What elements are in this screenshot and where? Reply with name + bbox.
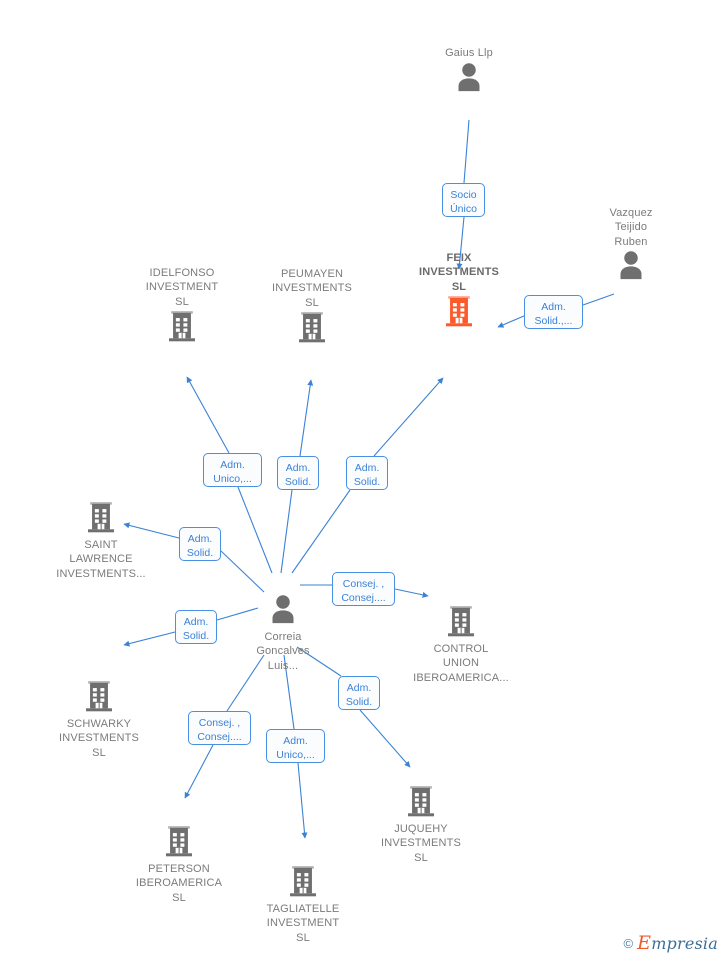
node-peumayen-investments-sl[interactable]: PEUMAYEN INVESTMENTS SL [252,267,372,348]
building-icon [442,295,476,331]
edge-correia-to-label-tagliatelle [283,654,295,730]
node-label-saint-lawrence-investments: SAINT LAWRENCE INVESTMENTS... [56,538,146,580]
node-juquehy-investments-sl[interactable]: JUQUEHY INVESTMENTS SL [361,785,481,866]
edge-correia-to-label-feix [291,489,351,574]
node-label-gaius-llp: Gaius Llp [445,47,493,59]
building-icon [162,825,196,861]
edge-correia-to-label-saintlaw [220,550,265,593]
building-icon [84,501,118,537]
node-label-tagliatelle-investment-sl: TAGLIATELLE INVESTMENT SL [266,902,340,944]
edge-label-to-feix [456,216,465,270]
node-label-vazquez-teijido-ruben: Vazquez Teijido Ruben [609,206,653,248]
edge-correia-to-label-peterson [226,654,265,712]
edge-label-correia-peumayen[interactable]: Adm. Solid. [277,456,319,490]
building-icon [404,785,438,821]
building-icon [286,865,320,901]
edge-gaius-to-label [463,119,470,184]
node-idelfonso-investment-sl[interactable]: IDELFONSO INVESTMENT SL [122,266,242,347]
person-icon [452,61,486,97]
edge-label-correia-juquehy[interactable]: Adm. Solid. [338,676,380,710]
edge-label-to-feix-3 [373,377,444,457]
edge-label-correia-peterson[interactable]: Consej. , Consej.... [188,711,251,745]
building-icon [82,680,116,716]
edge-label-to-peumayen [299,379,314,457]
edge-label-to-juquehy [359,709,411,768]
copyright-icon: © [623,936,634,951]
node-vazquez-teijido-ruben[interactable]: Vazquez Teijido Ruben [571,205,691,286]
empresia-logo-rest: mpresia [651,934,718,953]
node-feix-investments-sl[interactable]: FEIX INVESTMENTS SL [399,251,519,332]
node-label-correia-goncalves-luis: Correia Goncalves Luis... [256,630,310,672]
edge-label-to-control [394,588,429,598]
node-label-peterson-iberoamerica-sl: PETERSON IBEROAMERICA SL [135,862,223,904]
edge-correia-to-label-peumayen [280,489,293,574]
edge-correia-to-label-schwarky [216,607,259,621]
edge-correia-to-label-juquehy [296,646,342,677]
edge-label-to-tagliatelle [297,762,308,839]
node-label-peumayen-investments-sl: PEUMAYEN INVESTMENTS SL [272,267,352,309]
person-icon [266,593,300,629]
edge-label-to-saintlaw [123,522,180,539]
building-icon [295,311,329,347]
building-icon [165,310,199,346]
node-peterson-iberoamerica-sl[interactable]: PETERSON IBEROAMERICA SL [119,825,239,906]
node-correia-goncalves-luis[interactable]: Correia Goncalves Luis... [223,593,343,674]
edge-label-correia-feix[interactable]: Adm. Solid. [346,456,388,490]
edge-label-to-schwarky [123,631,176,647]
empresia-logo-initial: E [637,932,652,954]
edge-label-to-feix-2 [497,315,525,328]
node-saint-lawrence-investments[interactable]: SAINT LAWRENCE INVESTMENTS... [41,501,161,582]
edge-label-vazquez-feix[interactable]: Adm. Solid.,... [524,295,583,329]
node-control-union-iberoamerica[interactable]: CONTROL UNION IBEROAMERICA... [401,605,521,686]
building-icon [444,605,478,641]
node-label-feix-investments-sl: FEIX INVESTMENTS SL [419,251,499,293]
node-label-schwarky-investments-sl: SCHWARKY INVESTMENTS SL [59,717,139,759]
empresia-logo: Empresia [637,932,718,954]
edge-label-to-peterson [184,744,214,799]
edge-label-to-idelfonso [186,376,230,454]
node-label-juquehy-investments-sl: JUQUEHY INVESTMENTS SL [381,822,461,864]
edge-label-correia-schwarky[interactable]: Adm. Solid. [175,610,217,644]
edge-label-correia-control[interactable]: Consej. , Consej.... [332,572,395,606]
node-schwarky-investments-sl[interactable]: SCHWARKY INVESTMENTS SL [39,680,159,761]
edge-label-correia-tagliatelle[interactable]: Adm. Unico,... [266,729,325,763]
edge-vazquez-to-label [582,293,615,306]
edge-correia-to-label-idelfonso [237,486,273,574]
person-icon [614,249,648,285]
edge-label-socio-unico[interactable]: Socio Único [442,183,485,217]
node-label-idelfonso-investment-sl: IDELFONSO INVESTMENT SL [145,266,219,308]
node-tagliatelle-investment-sl[interactable]: TAGLIATELLE INVESTMENT SL [243,865,363,946]
node-gaius-llp[interactable]: Gaius Llp [409,45,529,97]
edge-label-correia-saintlaw[interactable]: Adm. Solid. [179,527,221,561]
edge-label-correia-idelfonso[interactable]: Adm. Unico,... [203,453,262,487]
empresia-watermark: © Empresia [623,932,718,954]
node-label-control-union-iberoamerica: CONTROL UNION IBEROAMERICA... [413,642,509,684]
